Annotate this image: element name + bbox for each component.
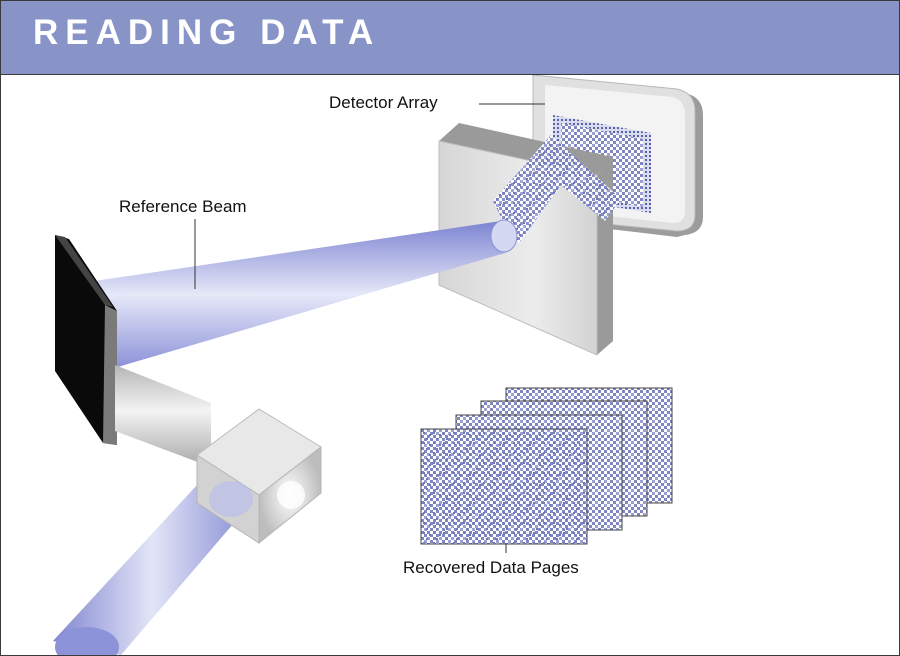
beam-splitter-cube bbox=[196, 408, 322, 545]
recovered-data-pages bbox=[420, 387, 673, 545]
mirror bbox=[55, 235, 117, 445]
reference-beam bbox=[81, 219, 518, 369]
detector-array-label: Detector Array bbox=[329, 93, 438, 112]
recovered-pages-label: Recovered Data Pages bbox=[403, 558, 579, 577]
input-beam bbox=[53, 485, 251, 655]
page-title: READING DATA bbox=[33, 13, 381, 52]
holographic-reading-diagram bbox=[53, 75, 703, 655]
reference-beam-label: Reference Beam bbox=[119, 197, 247, 216]
gray-beam bbox=[115, 365, 211, 467]
data-beam bbox=[493, 135, 621, 243]
title-bar: READING DATA bbox=[1, 1, 899, 75]
